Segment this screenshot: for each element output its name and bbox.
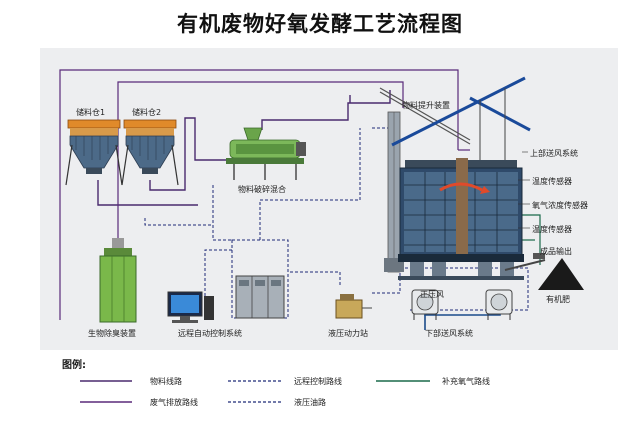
legend-label-material: 物料线路 [150, 376, 182, 386]
hydraulic-label: 液压动力站 [328, 328, 368, 338]
fertilizer-pile [538, 258, 584, 290]
blower-right [485, 289, 513, 320]
material-lines [97, 90, 391, 206]
lift-label: 物料提升装置 [402, 100, 450, 110]
diagram-title: 有机废物好氧发酵工艺流程图 [177, 11, 463, 36]
legend-label-exhaust: 废气排放路线 [150, 397, 198, 407]
bin-1-label: 储料仓1 [76, 107, 105, 117]
discharge-conveyor [504, 253, 546, 271]
top-roof [391, 76, 531, 160]
storage-bin-2 [121, 119, 179, 186]
sensor-leader-lines [518, 151, 530, 229]
blower-label: 正压风 [420, 290, 444, 299]
hydraulic-station [335, 294, 372, 319]
legend-label-remote: 远程控制路线 [294, 376, 342, 386]
deodorization-tower [99, 238, 137, 323]
bottom-air-label: 下部送风系统 [425, 328, 473, 338]
crusher-label: 物料破碎混合 [238, 184, 286, 194]
storage-bin-1 [65, 119, 123, 186]
legend-label-oxygen: 补充氧气路线 [442, 376, 490, 386]
legend-title: 图例: [62, 358, 86, 371]
blower-left [411, 289, 439, 320]
fermentation-tank [398, 158, 524, 280]
top-air-label: 上部送风系统 [530, 148, 578, 158]
exhaust-lines [59, 69, 470, 320]
fertilizer-label: 有机肥 [546, 294, 570, 304]
remote-label: 远程自动控制系统 [178, 328, 242, 338]
bin-2-label: 储料仓2 [132, 107, 161, 117]
discharge-label: 成品输出 [540, 246, 572, 256]
legend: 图例: 物料线路 远程控制路线 补充氧气路线 废气排放路线 液压油路 [62, 358, 490, 407]
temp-sensor-1-label: 温度传感器 [532, 176, 572, 186]
oxygen-sensor-label: 氧气浓度传感器 [532, 200, 588, 210]
temp-sensor-2-label: 温度传感器 [532, 224, 572, 234]
crusher-mixer [226, 127, 306, 180]
control-computer [167, 291, 214, 323]
legend-label-hydraulic: 液压油路 [294, 397, 326, 407]
control-cabinet [235, 275, 285, 319]
deodor-label: 生物除臭装置 [88, 328, 136, 338]
